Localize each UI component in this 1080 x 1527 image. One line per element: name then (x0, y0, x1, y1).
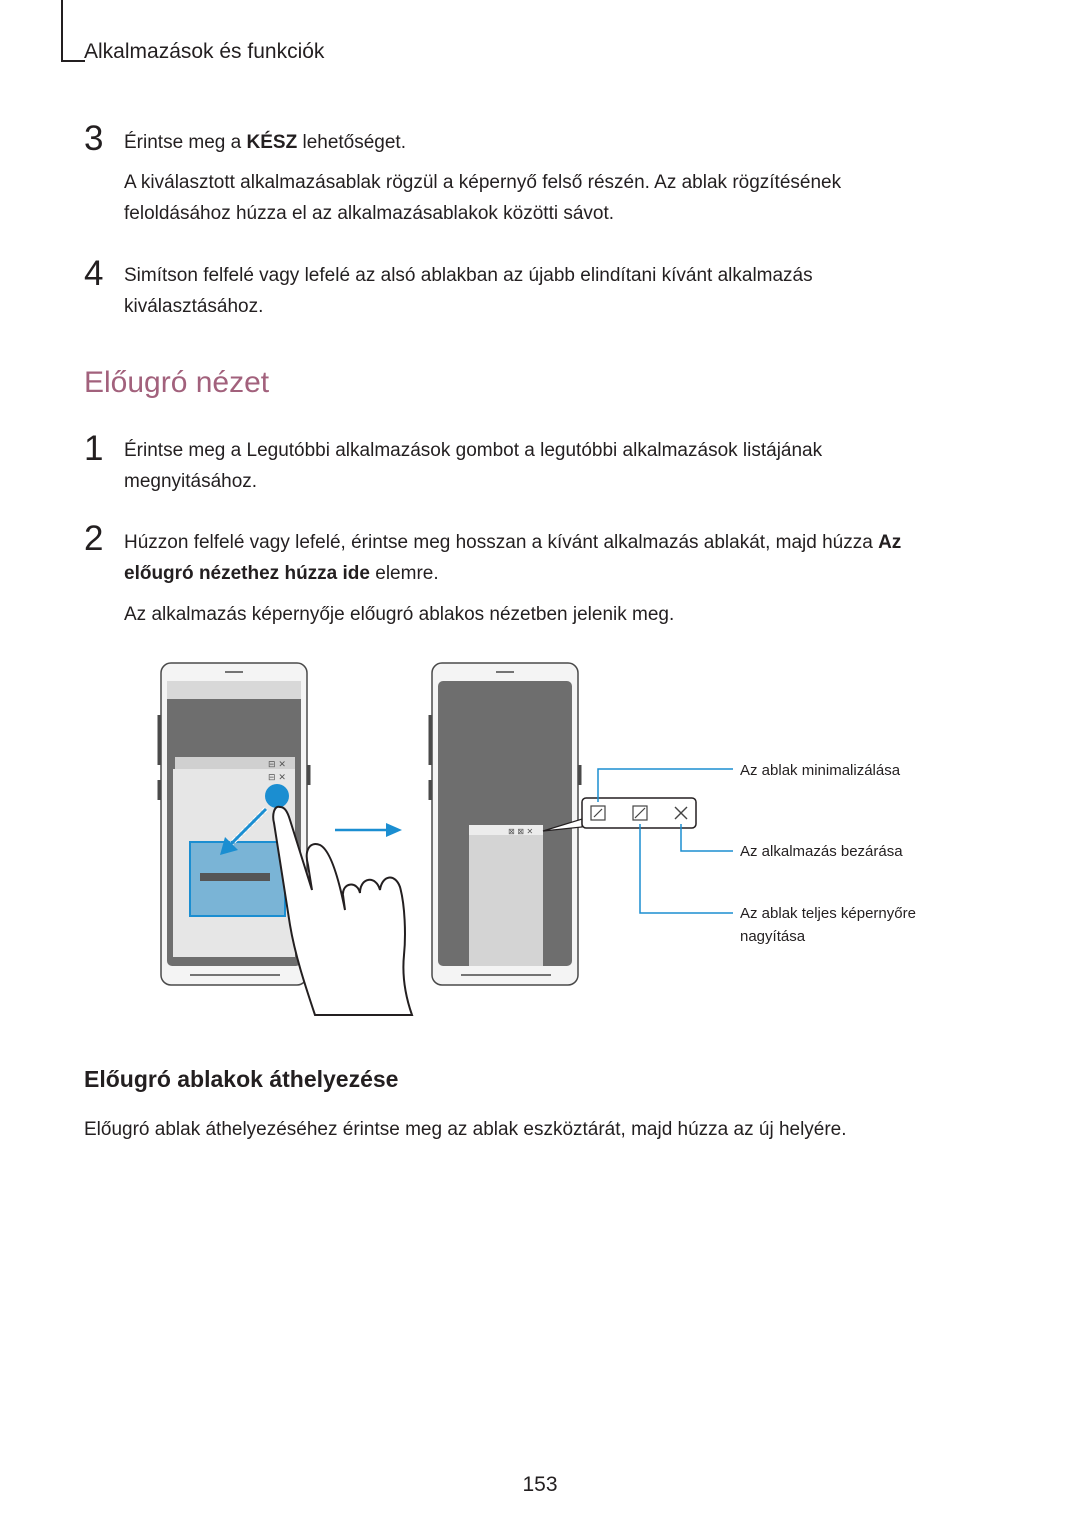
step-text-part: lehetőséget. (297, 132, 406, 153)
step-number: 4 (84, 254, 104, 293)
drop-zone-bar (200, 873, 270, 881)
step-text-part: Érintse meg a (124, 132, 247, 153)
callout-line-minimize (597, 768, 733, 802)
popup-toolbar-zoomed (581, 797, 697, 829)
step-text: Húzzon felfelé vagy lefelé, érintse meg … (124, 527, 954, 589)
section-title: Előugró nézet (84, 366, 270, 399)
step-text-part: elemre. (369, 563, 439, 584)
callout-line-close (680, 824, 733, 852)
popup-view-illustration: ⊟ ✕ ⊟ ✕ ⊠ ⊠ ✕ (150, 655, 970, 1025)
callout-maximize-line: nagyítása (740, 928, 806, 945)
svg-text:⊠ ⊠ ✕: ⊠ ⊠ ✕ (508, 827, 533, 836)
step-text-bold: KÉSZ (246, 132, 298, 153)
callout-close: Az alkalmazás bezárása (740, 843, 903, 860)
minimize-icon (590, 805, 606, 821)
expand-icon (632, 805, 648, 821)
step-text-bold: Az előugró nézethez húzza ide (124, 532, 902, 584)
callout-line-maximize (639, 824, 733, 914)
header-corner-rule (61, 60, 85, 62)
step-text: Érintse meg a KÉSZ lehetőséget. (124, 127, 964, 158)
chapter-title: Alkalmazások és funkciók (84, 40, 325, 63)
step-text-part: Húzzon felfelé vagy lefelé, érintse meg … (124, 532, 879, 553)
subsection-text: Előugró ablak áthelyezéséhez érintse meg… (84, 1119, 847, 1140)
step-text: Simítson felfelé vagy lefelé az alsó abl… (124, 265, 813, 317)
callout-maximize: Az ablak teljes képernyőre nagyítása (740, 902, 916, 948)
step-number: 3 (84, 119, 104, 158)
page-number: 153 (522, 1473, 558, 1496)
step-detail: A kiválasztott alkalmazásablak rögzül a … (124, 172, 842, 224)
touch-point (265, 784, 289, 808)
subsection-title: Előugró ablakok áthelyezése (84, 1066, 399, 1092)
hand-icon (272, 805, 414, 1016)
close-icon (674, 806, 688, 820)
svg-text:⊟ ✕: ⊟ ✕ (268, 773, 286, 783)
callout-minimize: Az ablak minimalizálása (740, 762, 901, 779)
step-detail: Az alkalmazás képernyője előugró ablakos… (124, 604, 675, 625)
step-number: 1 (84, 429, 104, 468)
callout-maximize-line: Az ablak teljes képernyőre (740, 905, 916, 922)
drag-arrow-head (220, 837, 238, 855)
popup-window (469, 825, 543, 966)
arrow-right-icon (386, 823, 402, 837)
header-corner-mark (61, 0, 63, 62)
illustration-graphic: ⊟ ✕ ⊟ ✕ ⊠ ⊠ ✕ (157, 662, 733, 1016)
step-text: Érintse meg a Legutóbbi alkalmazások gom… (124, 440, 823, 492)
step-number: 2 (84, 519, 104, 558)
popup-toolbar (469, 825, 543, 835)
svg-text:⊟ ✕: ⊟ ✕ (268, 760, 286, 770)
